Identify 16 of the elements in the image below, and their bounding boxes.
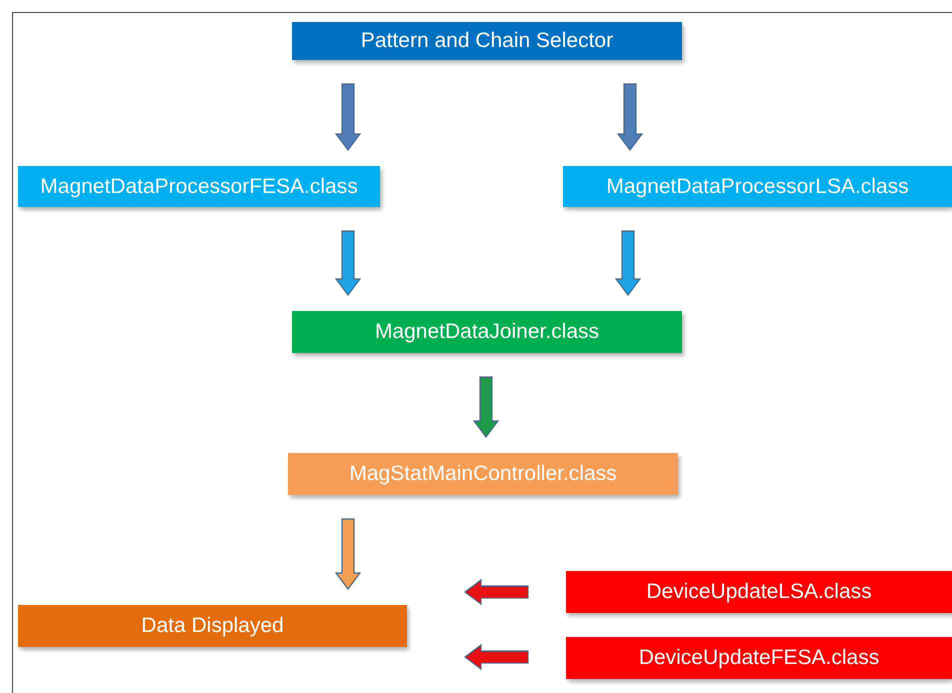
block-arrow (334, 83, 362, 151)
process-box: DeviceUpdateFESA.class (566, 637, 952, 679)
block-arrow (464, 578, 529, 606)
process-box: MagnetDataJoiner.class (292, 311, 682, 353)
process-box: MagnetDataProcessorLSA.class (563, 166, 952, 207)
process-box: MagStatMainController.class (288, 453, 678, 495)
block-arrow (614, 230, 642, 296)
block-arrow (464, 644, 529, 670)
process-box: Data Displayed (18, 605, 407, 647)
block-arrow (334, 230, 362, 296)
process-box: MagnetDataProcessorFESA.class (18, 166, 380, 207)
block-arrow (616, 83, 644, 151)
process-box: DeviceUpdateLSA.class (566, 571, 952, 613)
block-arrow (334, 518, 362, 590)
process-box: Pattern and Chain Selector (292, 22, 682, 60)
block-arrow (472, 376, 500, 438)
